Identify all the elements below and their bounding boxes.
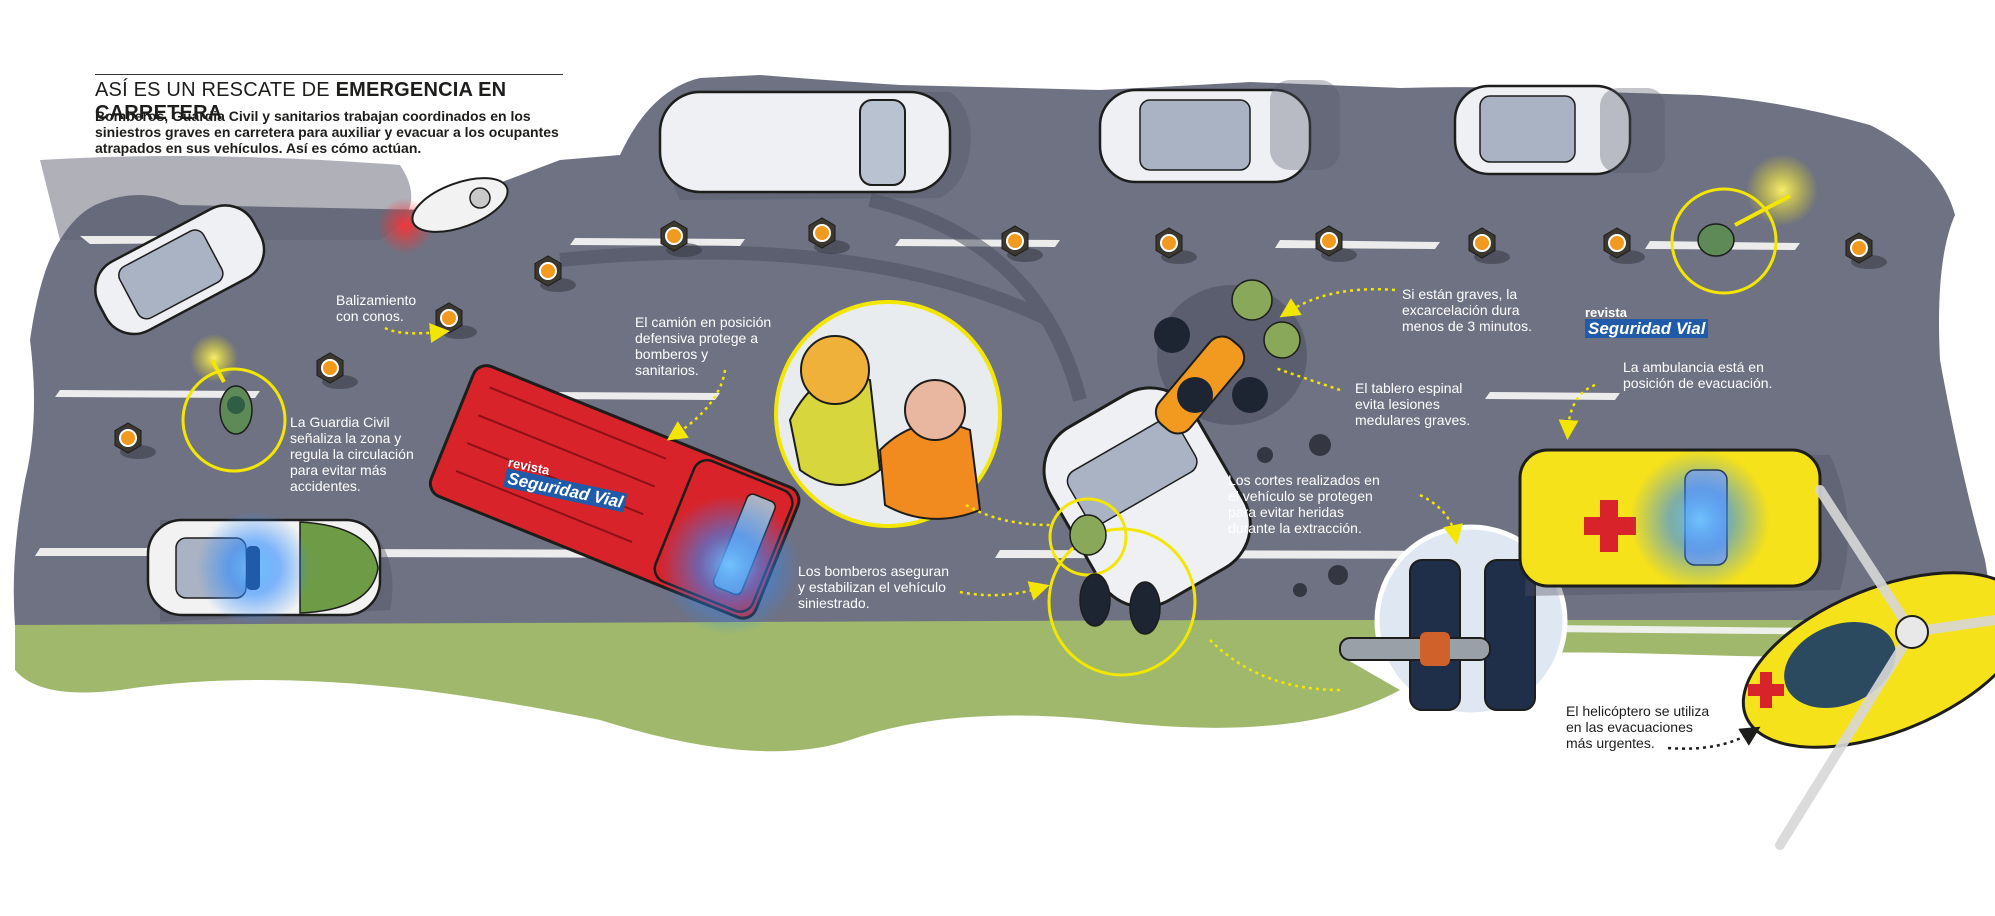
note-guardia-civil: La Guardia Civil señaliza la zona y regu…	[290, 414, 414, 494]
traffic-cone	[1001, 225, 1043, 262]
logo-line2: Seguridad Vial	[1585, 319, 1709, 338]
traffic-cone	[1468, 227, 1510, 264]
title-bold: EMERGENCIA EN CARRETERA	[95, 79, 507, 124]
note-spinal-board: El tablero espinal evita lesiones medula…	[1355, 380, 1471, 428]
guardia-civil-car	[146, 510, 393, 626]
note-truck: El camión en posición defensiva protege …	[635, 314, 772, 378]
note-ambulance: La ambulancia está en posición de evacua…	[1623, 359, 1773, 391]
note-cuts: Los cortes realizados en el vehículo se …	[1228, 472, 1380, 536]
white-car-top-2	[1453, 84, 1665, 176]
brand-logo: revista Seguridad Vial	[1585, 305, 1709, 338]
note-cones: Balizamiento con conos.	[336, 292, 417, 324]
guardia-civil-officer-right	[1670, 154, 1818, 295]
fire-truck-siren	[660, 495, 800, 635]
traffic-cone	[808, 217, 850, 254]
traffic-cone	[1315, 225, 1357, 262]
hydraulic-cutter-vignette	[1339, 524, 1568, 718]
page-title: ASÍ ES UN RESCATE DE EMERGENCIA EN CARRE…	[95, 74, 563, 125]
note-extrication: Si están graves, la excarcelación dura m…	[1402, 286, 1532, 334]
note-firefighters: Los bomberos aseguran y estabilizan el v…	[798, 563, 949, 611]
traffic-cone	[114, 422, 156, 459]
traffic-cones	[114, 217, 1887, 459]
ambulance	[1518, 448, 1848, 596]
debris	[1257, 434, 1348, 597]
traffic-cone	[1845, 232, 1887, 269]
traffic-cone	[316, 352, 358, 389]
road-shade	[40, 156, 412, 240]
note-helicopter: El helicóptero se utiliza en las evacuac…	[1566, 703, 1710, 751]
skid-marks	[559, 193, 1087, 402]
white-van-top	[658, 90, 971, 200]
title-light: ASÍ ES UN RESCATE DE	[95, 79, 330, 101]
firefighters-stabilizing	[1047, 497, 1197, 677]
white-car-top-1	[1098, 80, 1340, 184]
helicopter	[1741, 485, 1995, 850]
white-car-left	[94, 204, 266, 336]
traffic-cone	[1155, 227, 1197, 264]
spinal-board-team	[1154, 279, 1307, 435]
traffic-cone	[1603, 227, 1645, 264]
guardia-civil-officer	[181, 334, 287, 473]
callout-connectors	[384, 287, 1761, 750]
motorbike	[377, 177, 509, 254]
paramedic-vignette	[774, 300, 1002, 528]
traffic-cone	[534, 255, 576, 292]
grass-verge	[15, 620, 1400, 752]
traffic-cone	[660, 220, 702, 257]
intro-text: Bomberos, Guardia Civil y sanitarios tra…	[95, 108, 559, 156]
logo-line1: revista	[1585, 305, 1627, 320]
